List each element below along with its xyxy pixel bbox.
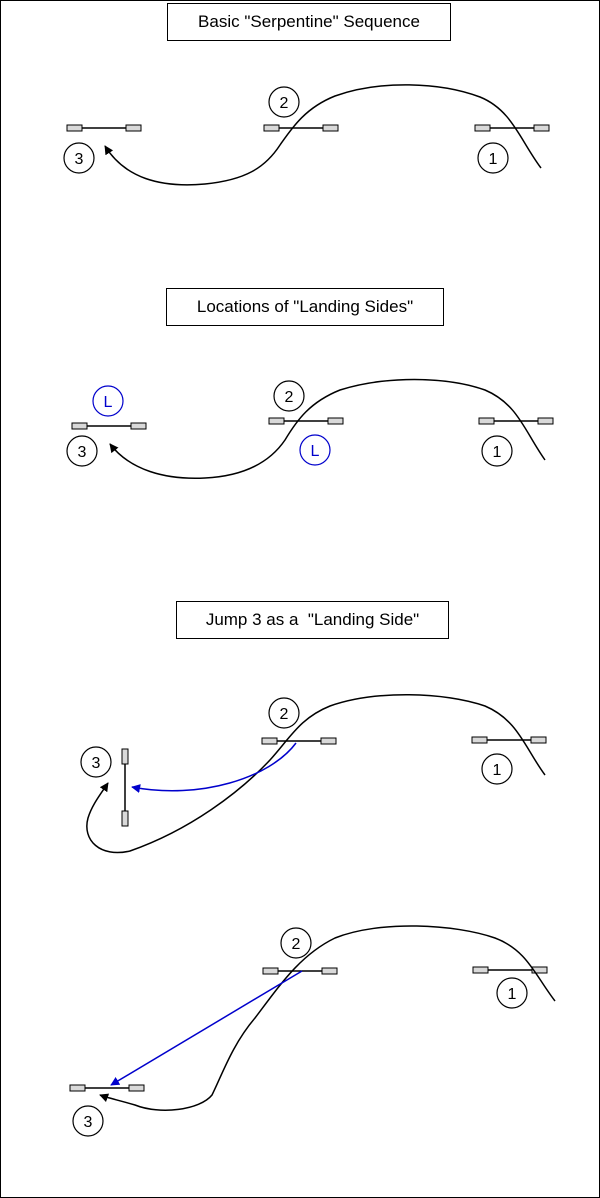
jump-number-2: 2: [268, 86, 300, 118]
jump-2-obstacle: [268, 417, 344, 425]
horse-path: [99, 925, 556, 1111]
jump-3-obstacle: [69, 1084, 145, 1092]
jump-1-obstacle: [478, 417, 554, 425]
svg-text:2: 2: [280, 706, 289, 723]
svg-text:1: 1: [489, 151, 498, 168]
section-2-title: Locations of "Landing Sides": [166, 288, 444, 326]
jump-3-obstacle: [71, 422, 147, 430]
jump-number-3: 3: [80, 746, 112, 778]
jump-number-1: 1: [481, 753, 513, 785]
jump-number-3: 3: [72, 1105, 104, 1137]
section-1: 2 3 1: [63, 84, 550, 186]
svg-text:2: 2: [285, 389, 294, 406]
horse-path: [109, 378, 546, 479]
svg-text:L: L: [311, 443, 320, 460]
landing-marker-jump-3: L: [92, 385, 124, 417]
svg-text:3: 3: [75, 151, 84, 168]
svg-text:2: 2: [292, 936, 301, 953]
section-4: 2 3 1: [69, 925, 556, 1137]
svg-text:3: 3: [92, 755, 101, 772]
jump-number-1: 1: [481, 435, 513, 467]
jump-1-obstacle: [471, 736, 547, 744]
jump-number-1: 1: [477, 142, 509, 174]
jump-number-3: 3: [63, 142, 95, 174]
section-3: 2 3 1: [80, 694, 547, 854]
suggested-line: [131, 742, 297, 793]
jump-number-2: 2: [273, 380, 305, 412]
svg-text:2: 2: [280, 95, 289, 112]
horse-path: [86, 694, 546, 854]
jump-1-obstacle: [474, 124, 550, 132]
suggested-line: [110, 970, 303, 1086]
jump-number-1: 1: [496, 977, 528, 1009]
section-1-title: Basic "Serpentine" Sequence: [167, 3, 451, 41]
jump-1-obstacle: [472, 966, 548, 974]
horse-path: [104, 84, 542, 186]
jump-3-obstacle-vertical: [121, 748, 129, 827]
jump-number-3: 3: [66, 435, 98, 467]
svg-text:L: L: [104, 394, 113, 411]
jump-3-obstacle: [66, 124, 142, 132]
svg-text:3: 3: [84, 1114, 93, 1131]
svg-text:3: 3: [78, 444, 87, 461]
jump-2-obstacle: [262, 967, 338, 975]
svg-text:1: 1: [508, 986, 517, 1003]
jump-2-obstacle: [261, 737, 337, 745]
jump-number-2: 2: [280, 927, 312, 959]
section-2: L L 2 3 1: [66, 378, 554, 479]
jump-2-obstacle: [263, 124, 339, 132]
section-3-title: Jump 3 as a "Landing Side": [176, 601, 449, 639]
jump-number-2: 2: [268, 697, 300, 729]
landing-marker-jump-2: L: [299, 434, 331, 466]
svg-text:1: 1: [493, 762, 502, 779]
svg-text:1: 1: [493, 444, 502, 461]
